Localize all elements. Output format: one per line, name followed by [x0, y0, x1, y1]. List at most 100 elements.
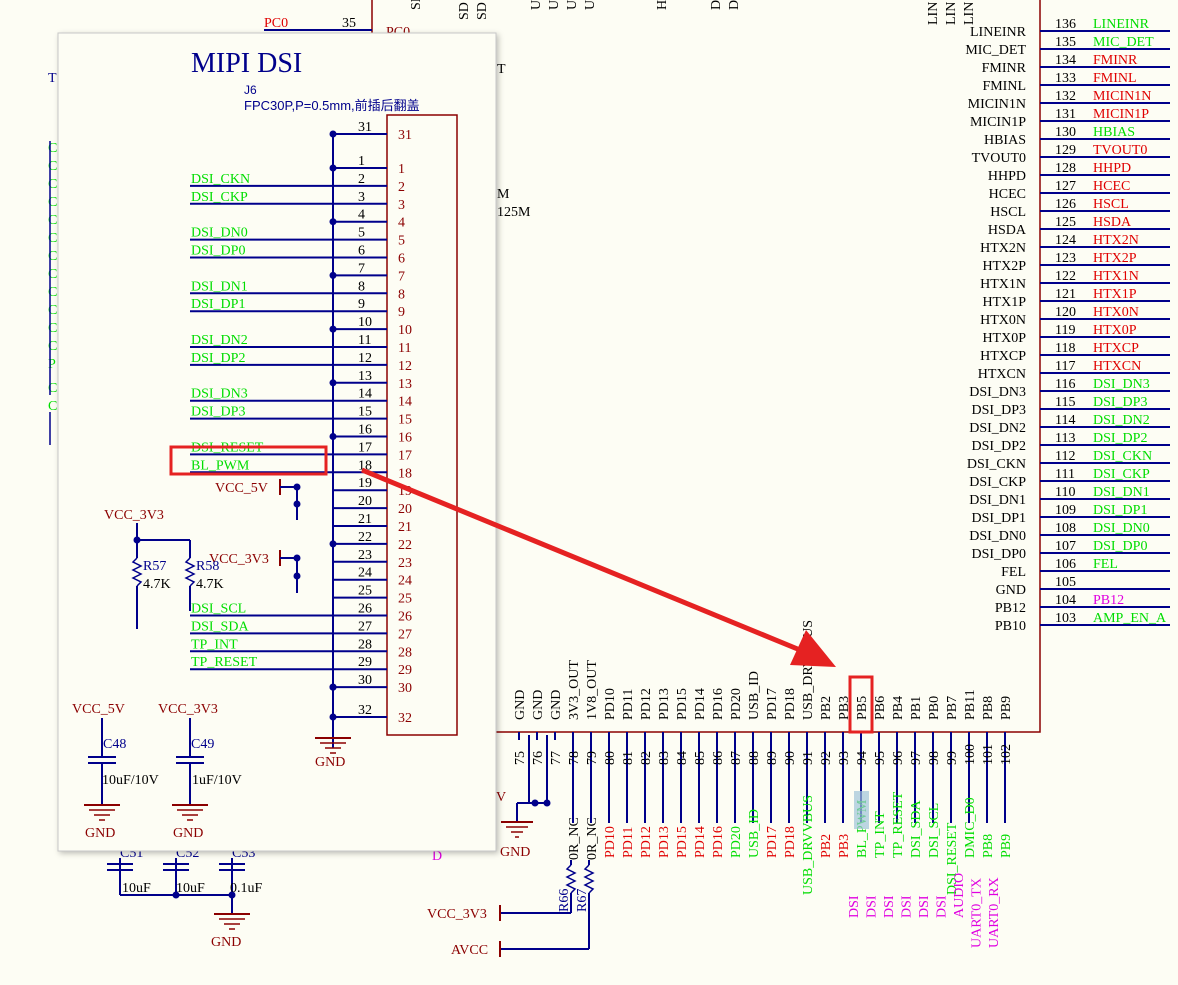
connector-net-label: DSI_DN3	[191, 387, 248, 402]
avcc-supply: AVCC	[451, 943, 488, 958]
chip-pin-name: DSI_CKP	[969, 475, 1026, 490]
chip-bottom-net-label: TP_RESET	[891, 791, 906, 858]
chip-bottom-pin-name: PD20	[729, 688, 744, 720]
chip-net-label: HTX1P	[1093, 287, 1137, 302]
left-edge-letter: C	[48, 159, 57, 174]
connector-net-label: DSI_DN1	[191, 279, 248, 294]
chip-pin-name: FMINL	[982, 79, 1026, 94]
vcc-3v3-supply: VCC_3V3	[427, 907, 487, 922]
chip-bottom-pin-name: PD14	[693, 688, 708, 720]
chip-pin-name: HTX0N	[980, 313, 1026, 328]
connector-pin-label: 22	[398, 538, 412, 553]
chip-bottom-pin-number: 87	[729, 751, 744, 765]
connector-pin-number: 4	[358, 208, 365, 223]
chip-bottom-pin-number: 88	[747, 751, 762, 765]
chip-partial-text: M	[497, 187, 510, 202]
connector-pin-number: 7	[358, 261, 365, 276]
chip-pin-name: HTX2N	[980, 241, 1026, 256]
connector-pin-label: 3	[398, 198, 405, 213]
chip-bottom-pin-name: PD12	[639, 688, 654, 720]
chip-pin-name: LINEINR	[970, 25, 1027, 40]
left-edge-letter: C	[48, 141, 57, 156]
connector-pin-number: 1	[358, 154, 365, 169]
connector-pin-label: 11	[398, 341, 411, 356]
connector-pin-number: 27	[358, 619, 372, 634]
r58-label: R58	[196, 559, 219, 574]
chip-bottom-pin-name: PB2	[819, 696, 834, 720]
chip-bottom-pin-name: PD16	[711, 688, 726, 720]
chip-net-label: HTXCP	[1093, 341, 1139, 356]
chip-bottom-pin-name: 3V3_OUT	[567, 660, 582, 720]
chip-net-label: DSI_CKP	[1093, 467, 1150, 482]
connector-pin-number: 9	[358, 297, 365, 312]
connector-pin-number: 10	[358, 315, 372, 330]
chip-bottom-pin-number: 78	[567, 751, 582, 765]
chip-bottom-net-label: DSI_RESET	[945, 822, 960, 895]
connector-net-label: DSI_DN2	[191, 333, 248, 348]
connector-pin-number: 25	[358, 584, 372, 599]
connector-desc: FPC30P,P=0.5mm,前插后翻盖	[244, 98, 420, 113]
zero-ohm-resistors: R66 R67 VCC_3V3 AVCC	[427, 860, 595, 958]
chip-bottom-pin-number: 100	[963, 744, 978, 765]
chip-pin-number: 113	[1055, 431, 1075, 446]
top-partial-label: U	[565, 0, 580, 10]
chip-pin-number: 136	[1055, 17, 1076, 32]
chip-pin-name: DSI_DN3	[969, 385, 1026, 400]
r57-value: 4.7K	[143, 577, 171, 592]
chip-top-partial-labels: SD SD SD U U U U H D D LIN LIN LIN	[409, 0, 977, 25]
chip-bottom-net-label: PB2	[819, 834, 834, 858]
chip-pin-number: 118	[1055, 341, 1075, 356]
connector-pin-label: 18	[398, 466, 412, 481]
chip-group-label: DSI	[917, 895, 932, 918]
connector-pin-number: 29	[358, 655, 372, 670]
vcc-3v3-conn-label: VCC_3V3	[209, 552, 269, 567]
chip-pin-name: HHPD	[988, 169, 1026, 184]
chip-bottom-pin-number: 96	[891, 751, 906, 765]
chip-net-label: DSI_DN0	[1093, 521, 1150, 536]
chip-pin-name: MIC_DET	[965, 43, 1026, 58]
bottom-left-capacitors: C51 C52 C53 10uF 10uF 0.1uF GND D	[107, 846, 442, 950]
chip-bottom-pin-name: PB4	[891, 696, 906, 720]
chip-bottom-pin-number: 80	[603, 751, 618, 765]
chip-bottom-pin-number: 85	[693, 751, 708, 765]
chip-pin-number: 130	[1055, 125, 1076, 140]
chip-pin-name: HTX1P	[982, 295, 1026, 310]
chip-bottom-pin-name: PD11	[621, 689, 636, 720]
chip-bottom-pin-name: PB11	[963, 689, 978, 720]
connector-pin-label: 6	[398, 252, 405, 267]
panel-gnd-label: GND	[315, 755, 345, 770]
chip-bottom-net-label: PD12	[639, 826, 654, 858]
chip-v-label: V	[496, 790, 506, 805]
panel-title: MIPI DSI	[191, 48, 302, 79]
left-edge-letter: C	[48, 195, 57, 210]
chip-pin-name: HTX2P	[982, 259, 1026, 274]
chip-bottom-pin-number: 98	[927, 751, 942, 765]
chip-bottom-net-label: 0R_NC	[567, 817, 582, 860]
top-partial-label: LIN	[926, 2, 941, 25]
chip-bottom-pin-number: 92	[819, 751, 834, 765]
connector-net-label: DSI_CKP	[191, 190, 248, 205]
chip-pin-number: 103	[1055, 611, 1076, 626]
left-edge-letter: C	[48, 381, 57, 396]
chip-bottom-pin-number: 76	[531, 751, 546, 765]
chip-bottom-pin-number: 81	[621, 751, 636, 765]
left-edge-letter: C	[48, 321, 57, 336]
chip-pin-number: 114	[1055, 413, 1075, 428]
top-partial-label: D	[709, 0, 724, 10]
chip-bottom-pin-number: 86	[711, 751, 726, 765]
chip-bottom-net-label: PD15	[675, 826, 690, 858]
chip-bottom-pin-number: 102	[999, 744, 1014, 765]
connector-net-label: TP_INT	[191, 637, 238, 652]
connector-pin-label: 15	[398, 413, 412, 428]
left-edge-letter: C	[48, 303, 57, 318]
connector-pin-label: 29	[398, 663, 412, 678]
connector-pin-label: 16	[398, 431, 412, 446]
connector-pin-label: 30	[398, 681, 412, 696]
chip-pin-number: 120	[1055, 305, 1076, 320]
connector-net-label: DSI_DP2	[191, 351, 245, 366]
chip-bottom-net-label: PD13	[657, 826, 672, 858]
chip-bottom-pin-name: PD17	[765, 688, 780, 720]
chip-bottom-pin-number: 101	[981, 744, 996, 765]
connector-pin-label: 24	[398, 574, 412, 589]
connector-pin-number: 11	[358, 333, 371, 348]
